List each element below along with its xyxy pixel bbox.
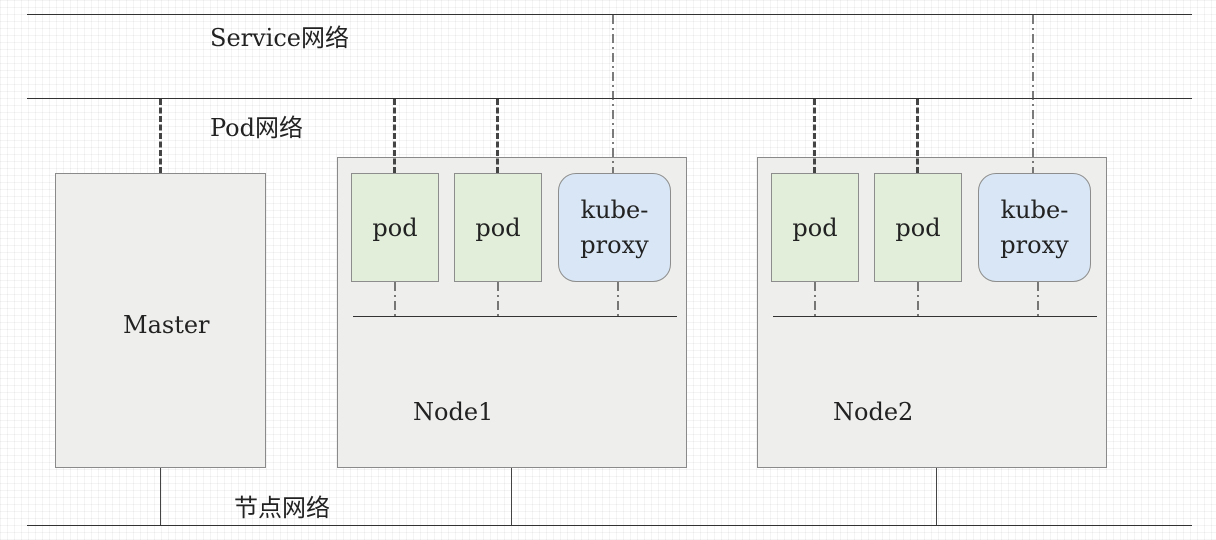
node1-kube-proxy-label: kube-proxy (580, 193, 648, 263)
service-network-line (27, 14, 1192, 15)
node1-pod1-pod-network-link (393, 99, 396, 173)
node2-internal-bus (773, 316, 1097, 317)
node1-pod-1: pod (351, 173, 439, 282)
node1-internal-bus (353, 316, 677, 317)
node2-pod2-pod-network-link (916, 99, 919, 173)
node2-kube-proxy-line1: kube- (1000, 195, 1069, 224)
node2-label: Node2 (833, 398, 914, 426)
node1-pod2-pod-network-link (496, 99, 499, 173)
node1-label: Node1 (413, 398, 494, 426)
node1-kube-proxy-line2: proxy (580, 230, 649, 259)
node2-kube-proxy-label: kube-proxy (1000, 193, 1068, 263)
node1-kube-proxy: kube-proxy (558, 173, 671, 282)
node2-pod-1: pod (771, 173, 859, 282)
master-pod-network-link (159, 99, 162, 173)
pod-network-line (27, 98, 1192, 99)
node2-pod1-pod-network-link (813, 99, 816, 173)
master-box (55, 173, 266, 468)
master-node-network-link (160, 468, 161, 525)
node2-kube-proxy: kube-proxy (978, 173, 1091, 282)
node-network-label: 节点网络 (234, 494, 330, 522)
pod-network-label: Pod网络 (210, 114, 303, 142)
node2-node-network-link (936, 468, 937, 525)
node1-pod-2: pod (454, 173, 542, 282)
node1-node-network-link (511, 468, 512, 525)
master-label: Master (123, 311, 210, 339)
node-network-line (27, 525, 1192, 526)
node2-pod-2: pod (874, 173, 962, 282)
service-network-label: Service网络 (210, 24, 349, 52)
node1-kube-proxy-line1: kube- (580, 195, 649, 224)
node2-kube-proxy-line2: proxy (1000, 230, 1069, 259)
